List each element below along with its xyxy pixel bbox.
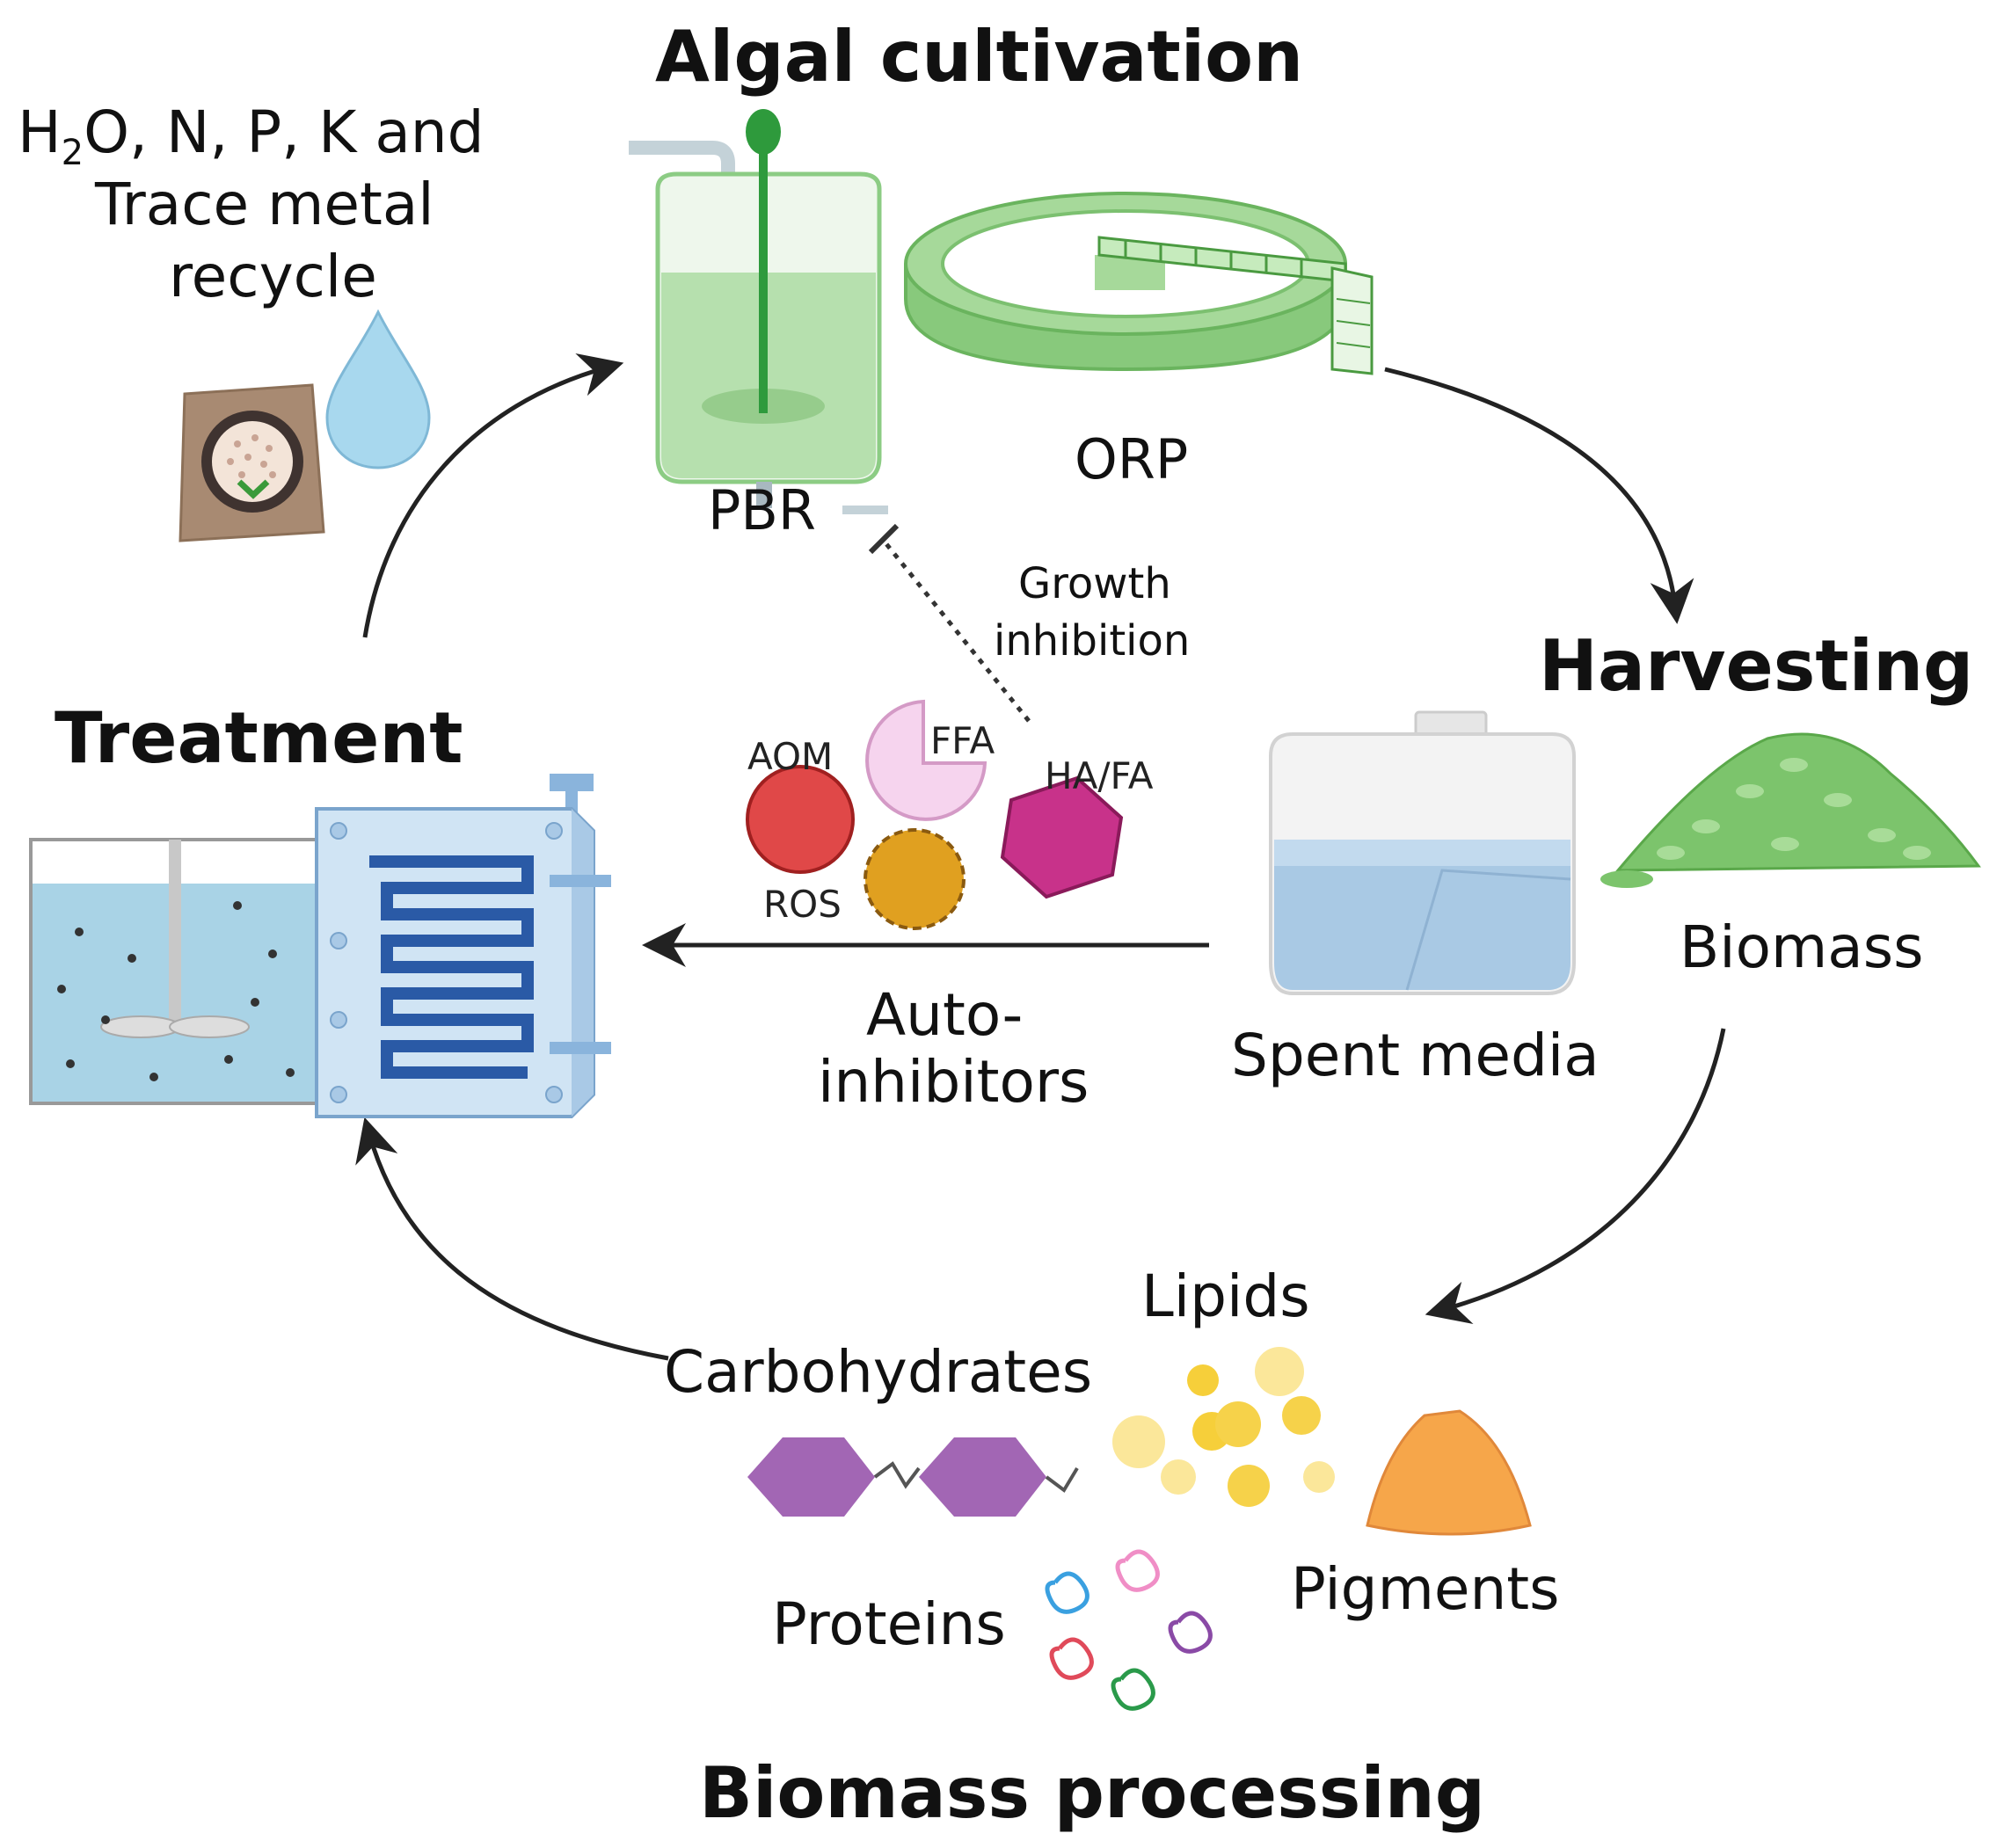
photobioreactor-icon: [629, 109, 888, 514]
pigment-pile-icon: [1366, 1409, 1532, 1536]
spent-media-container-icon: [1269, 710, 1576, 995]
hafa-label: HA/FA: [1045, 754, 1154, 797]
auto-inhibitors-line1: Auto-: [866, 981, 1024, 1049]
nutrient-recycle-line2: Trace metal: [95, 171, 434, 238]
ros-label: ROS: [763, 883, 842, 926]
lipid-droplets-icon: [1112, 1347, 1335, 1507]
fertilizer-bag-icon: [179, 383, 325, 542]
nutrient-subscript: 2: [61, 133, 84, 174]
carbohydrates-label: Carbohydrates: [664, 1338, 1093, 1406]
growth-inhibition-line: [882, 539, 1031, 723]
spent-media-label: Spent media: [1231, 1022, 1600, 1089]
nutrient-h: H: [18, 98, 62, 166]
aom-label: AOM: [747, 735, 834, 778]
carbohydrate-chain-icon: [747, 1437, 1079, 1517]
nutrient-recycle-line3: recycle: [169, 243, 377, 310]
nutrient-recycle-line1: H2O, N, P, K and: [18, 104, 485, 171]
hafa-hexagon-icon: [1000, 775, 1124, 899]
stirred-tank-icon: [29, 838, 323, 1105]
growth-inhibition-line2: inhibition: [994, 616, 1191, 666]
biomass-label: Biomass: [1680, 913, 1924, 981]
aom-circle-icon: [746, 765, 855, 874]
open-raceway-pond-icon: [904, 192, 1374, 375]
stage-title-algal-cultivation: Algal cultivation: [655, 16, 1304, 98]
orp-label: ORP: [1075, 427, 1189, 491]
stage-title-treatment: Treatment: [55, 697, 463, 779]
stage-title-biomass-processing: Biomass processing: [699, 1752, 1486, 1834]
lipids-label: Lipids: [1141, 1262, 1310, 1330]
growth-inhibition-line1: Growth: [1018, 559, 1171, 608]
arrow-harvesting-to-processing: [1425, 1028, 1726, 1325]
inhibition-bar: [868, 523, 900, 555]
membrane-module-icon: [315, 774, 611, 1118]
ffa-pacman-icon: [865, 699, 987, 821]
arrow-processing-to-treatment: [355, 1117, 669, 1361]
biomass-pile-icon: [1600, 732, 1981, 888]
proteins-label: Proteins: [772, 1590, 1006, 1658]
stage-title-harvesting: Harvesting: [1539, 625, 1974, 707]
arrow-treatment-to-cultivation: [362, 353, 624, 638]
ffa-label: FFA: [930, 719, 995, 762]
water-drop-icon: [325, 309, 431, 469]
nutrient-rest: O, N, P, K and: [84, 98, 485, 166]
pbr-label: PBR: [708, 478, 817, 542]
auto-inhibitors-line2: inhibitors: [818, 1048, 1089, 1116]
protein-cluster-icon: [1045, 1549, 1213, 1711]
ros-sun-icon: [864, 828, 966, 930]
arrow-cultivation-to-harvesting: [1384, 367, 1694, 624]
pigments-label: Pigments: [1291, 1555, 1560, 1623]
